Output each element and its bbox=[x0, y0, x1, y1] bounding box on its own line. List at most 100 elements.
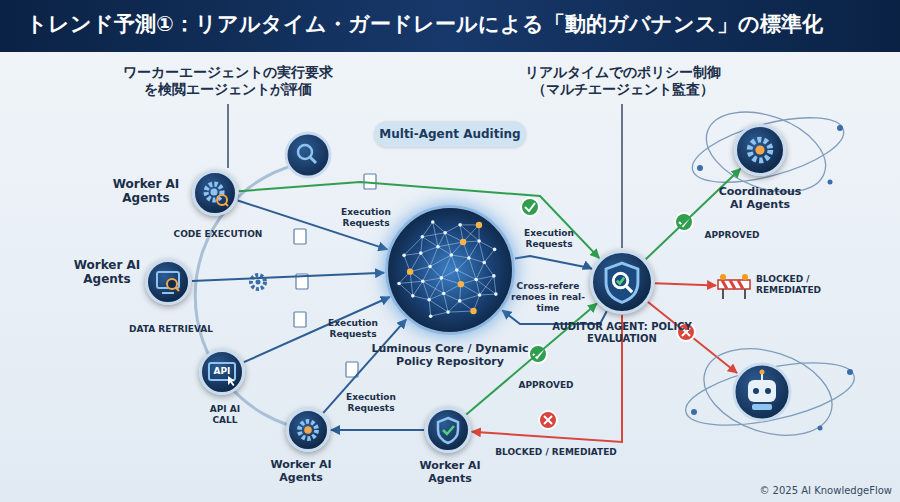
network-dot bbox=[450, 253, 454, 257]
robot-agent-icon-part bbox=[734, 364, 790, 420]
agent-circle: Worker AI Agents bbox=[286, 408, 330, 452]
network-link bbox=[430, 266, 441, 277]
network-link bbox=[445, 225, 460, 233]
network-link bbox=[423, 281, 429, 300]
node-label: Coordinatous AI Agents bbox=[714, 185, 806, 211]
network-link bbox=[479, 241, 495, 249]
network-dot bbox=[397, 282, 401, 286]
agent-circle: Worker AI Agents bbox=[425, 407, 471, 453]
network-link bbox=[441, 270, 456, 278]
network-link bbox=[421, 247, 438, 253]
node-icon bbox=[593, 253, 651, 311]
node-label: Luminous Core / Dynamic Policy Repositor… bbox=[355, 342, 545, 368]
network-link bbox=[448, 301, 460, 312]
worker-ring bbox=[195, 162, 308, 430]
node-icon-part-part bbox=[299, 421, 316, 438]
network-link bbox=[457, 258, 469, 270]
network-link bbox=[484, 249, 494, 262]
network-link bbox=[413, 281, 423, 296]
node-label: DATA RETRIEVAL bbox=[118, 324, 224, 335]
network-link bbox=[438, 242, 463, 247]
node-icon-part bbox=[716, 272, 752, 300]
network-link bbox=[421, 253, 430, 266]
node-icon-part-part bbox=[304, 426, 312, 434]
network-link bbox=[421, 237, 423, 253]
network-dot bbox=[474, 278, 478, 282]
node-icon-part-part bbox=[206, 184, 222, 200]
connector bbox=[646, 169, 741, 260]
network-graphic bbox=[388, 208, 512, 332]
node-icon-part-part bbox=[225, 203, 228, 206]
network-link bbox=[476, 262, 484, 279]
node-label: API bbox=[202, 366, 242, 377]
orbit-dots-part bbox=[847, 369, 853, 375]
network-dot bbox=[402, 254, 406, 258]
title-bar bbox=[0, 0, 900, 52]
network-link bbox=[494, 276, 496, 294]
node-icon-part-part bbox=[162, 292, 174, 294]
network-dot bbox=[411, 294, 415, 298]
network-link bbox=[460, 225, 479, 241]
title-text: トレンド予測①：リアルタイム・ガードレールによる「動的ガバナンス」の標準化 bbox=[26, 12, 892, 37]
search-agent-icon bbox=[286, 133, 330, 177]
network-dot bbox=[431, 220, 435, 224]
node-icon-part-part bbox=[617, 278, 624, 284]
agent-circle: APIAPI AI CALL bbox=[199, 349, 245, 395]
agent-circle: AUDITOR AGENT: POLICY EVALUATION bbox=[590, 250, 654, 314]
search-agent-icon-part bbox=[286, 133, 330, 177]
network-dot bbox=[440, 276, 444, 280]
network-link bbox=[469, 258, 476, 280]
node-icon bbox=[737, 127, 783, 173]
node-icon-part-part bbox=[211, 189, 218, 196]
network-link bbox=[404, 237, 422, 256]
orbit-dots-part bbox=[837, 125, 843, 131]
annotation-text: リアルタイムでのポリシー制御 （マルチエージェント監査） bbox=[520, 64, 725, 98]
agent-circle: Worker AI AgentsCODE EXECUTION bbox=[192, 170, 238, 216]
network-link bbox=[445, 233, 451, 255]
network-dot bbox=[478, 293, 482, 297]
node-icon-part bbox=[593, 253, 651, 311]
orbit-dots bbox=[691, 125, 853, 431]
robot-agent-icon-part bbox=[765, 388, 771, 394]
network-link bbox=[422, 237, 438, 247]
network-dot bbox=[460, 239, 466, 245]
network-link bbox=[429, 300, 431, 316]
network-link bbox=[430, 247, 438, 267]
node-icon-part-part bbox=[613, 273, 628, 288]
network-dot bbox=[421, 235, 425, 239]
node-icon-part-part bbox=[176, 288, 179, 291]
network-link bbox=[451, 255, 469, 258]
blocked-cross-part bbox=[544, 416, 552, 424]
node-icon bbox=[428, 410, 468, 450]
node-label: Worker AI Agents bbox=[105, 177, 187, 206]
agent-circle: Worker AI AgentsDATA RETRIEVAL bbox=[145, 259, 191, 305]
network-link bbox=[413, 296, 429, 300]
network-dot bbox=[421, 279, 425, 283]
network-link bbox=[422, 233, 445, 237]
node-icon-part bbox=[289, 411, 327, 449]
policy-core: Luminous Core / Dynamic Policy Repositor… bbox=[385, 205, 515, 335]
network-dot bbox=[455, 268, 459, 272]
node-icon-part-part bbox=[742, 274, 748, 280]
network-dot bbox=[427, 298, 431, 302]
node-icon bbox=[148, 262, 188, 302]
network-link bbox=[423, 266, 430, 281]
node-icon-part bbox=[737, 127, 783, 173]
network-dot bbox=[476, 222, 482, 228]
network-link bbox=[451, 255, 456, 270]
node-label: BLOCKED / REMEDIATED bbox=[756, 274, 830, 296]
network-link bbox=[448, 311, 473, 312]
node-icon-part-part bbox=[755, 145, 764, 154]
copyright-note: © 2025 AI KnowledgeFlow bbox=[740, 485, 892, 497]
network-link bbox=[484, 262, 494, 275]
node-icon-part-part bbox=[626, 286, 632, 292]
network-link bbox=[430, 255, 451, 267]
network-dot bbox=[443, 231, 447, 235]
approved-check-part bbox=[521, 198, 539, 216]
connector bbox=[244, 297, 390, 362]
robot-agent-icon-part bbox=[760, 370, 765, 375]
robot-agent-icon-part bbox=[752, 404, 772, 410]
network-link bbox=[461, 284, 480, 295]
network-dot bbox=[494, 292, 498, 296]
